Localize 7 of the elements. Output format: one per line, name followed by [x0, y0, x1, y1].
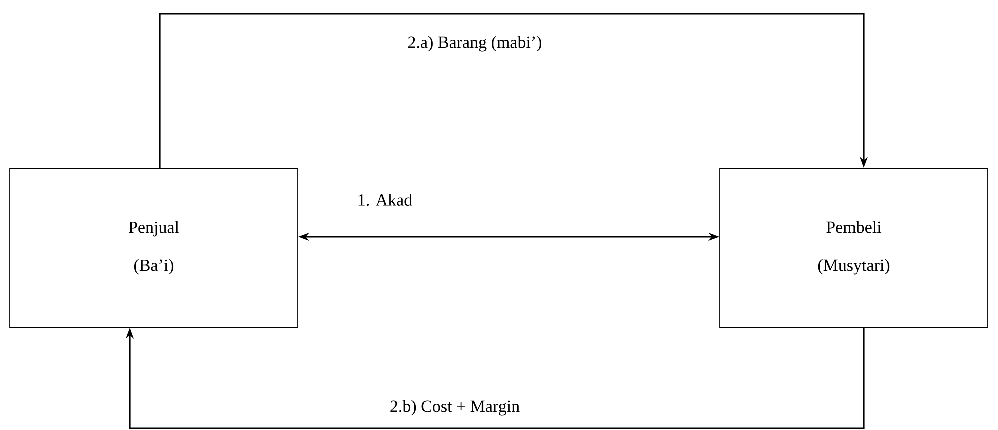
edge-label: 2.b) Cost + Margin: [388, 399, 522, 417]
edge-label: 2.a) Barang (mabi’): [406, 35, 544, 53]
arrow: [159, 13, 868, 168]
arrow: [126, 328, 865, 430]
process-box: Pembeli (Musytari): [720, 168, 988, 328]
process-box: Penjual (Ba’i): [10, 168, 298, 328]
edge-label: 1. Akad: [356, 192, 414, 207]
